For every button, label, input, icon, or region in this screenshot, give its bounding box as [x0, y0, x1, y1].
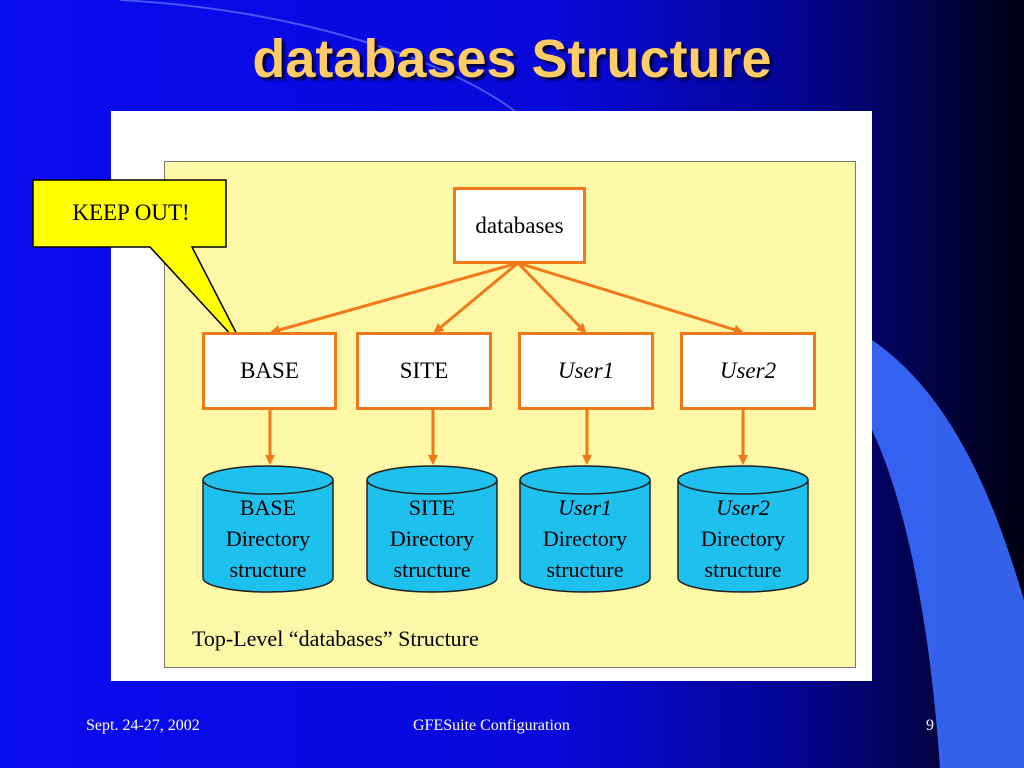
cylinder-base: [202, 465, 334, 593]
keep-out-callout-text: KEEP OUT!: [72, 200, 190, 225]
store-user1-line3: structure: [546, 557, 624, 582]
cylinder-user2: [677, 465, 809, 593]
node-site: SITE: [356, 332, 492, 410]
node-databases: databases: [453, 187, 586, 264]
footer-page-number: 9: [926, 717, 934, 734]
arrow-root-to-site: [433, 261, 519, 334]
background-swoosh: [872, 340, 1024, 768]
store-user2-label: User2 Directory structure: [683, 492, 803, 585]
store-user1-line2: Directory: [542, 526, 628, 551]
connectors: [265, 261, 748, 465]
arrow-root-to-user2: [517, 261, 744, 335]
node-base-label: BASE: [240, 358, 299, 383]
cylinders: [202, 465, 809, 593]
diagram-caption: Top-Level “databases” Structure: [192, 626, 479, 651]
node-user2-label: User2: [719, 358, 777, 383]
store-user2-line1: User2: [716, 495, 770, 520]
store-user1-line1: User1: [558, 495, 612, 520]
node-site-label: SITE: [399, 358, 449, 383]
store-user2-line2: Directory: [700, 526, 786, 551]
store-site-line1: SITE: [408, 495, 456, 520]
cylinder-site: [366, 465, 498, 593]
node-base: BASE: [202, 332, 337, 410]
node-databases-label: databases: [475, 212, 564, 238]
node-user1: User1: [518, 332, 654, 410]
footer-date: Sept. 24-27, 2002: [86, 717, 200, 734]
keep-out-callout-shape: [32, 179, 246, 351]
store-base-line1: BASE: [239, 495, 297, 520]
store-base-line3: structure: [229, 557, 307, 582]
store-user2-line3: structure: [704, 557, 782, 582]
node-user2: User2: [680, 332, 816, 410]
store-base-line2: Directory: [225, 526, 311, 551]
cylinder-user1: [519, 465, 651, 593]
store-base-label: BASE Directory structure: [208, 492, 328, 585]
footer-title: GFESuite Configuration: [413, 717, 570, 734]
store-site-line2: Directory: [389, 526, 475, 551]
background-arc: [119, 0, 521, 116]
arrow-root-to-user1: [516, 261, 587, 334]
store-site-label: SITE Directory structure: [372, 492, 492, 585]
node-user1-label: User1: [557, 358, 615, 383]
arrow-root-to-base: [270, 261, 519, 335]
store-site-line3: structure: [393, 557, 471, 582]
slide-title: databases Structure: [252, 29, 772, 89]
store-user1-label: User1 Directory structure: [525, 492, 645, 585]
